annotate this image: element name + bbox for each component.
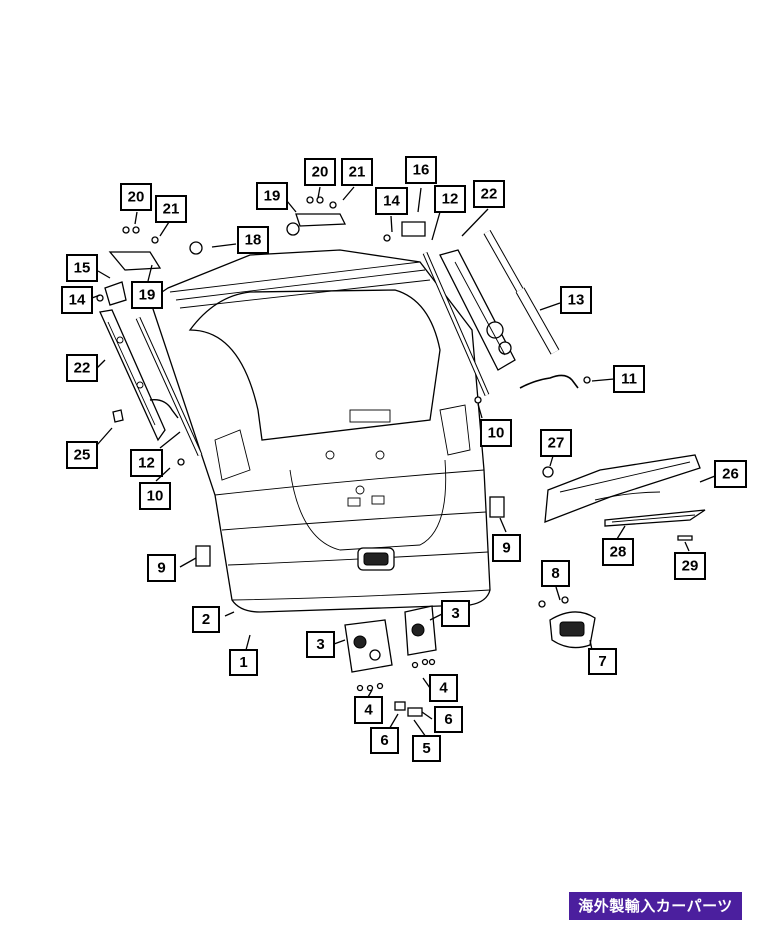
wiring-harness-left — [149, 399, 179, 419]
callout-12-left: 12 — [130, 449, 163, 477]
callout-4-left: 4 — [354, 696, 383, 724]
svg-text:26: 26 — [722, 466, 739, 483]
svg-text:15: 15 — [74, 260, 91, 277]
bumper-9-left — [195, 545, 211, 567]
callout-9-right: 9 — [492, 534, 521, 562]
svg-text:7: 7 — [598, 653, 606, 670]
svg-text:18: 18 — [245, 232, 262, 249]
svg-text:10: 10 — [147, 488, 164, 505]
callout-7: 7 — [588, 648, 617, 675]
svg-text:11: 11 — [621, 371, 637, 388]
svg-text:8: 8 — [551, 565, 559, 582]
callout-15: 15 — [66, 254, 98, 282]
hinge-19-right — [295, 213, 347, 227]
callout-13: 13 — [560, 286, 592, 314]
svg-text:1: 1 — [239, 654, 247, 671]
svg-text:14: 14 — [69, 292, 86, 309]
svg-text:2: 2 — [202, 611, 210, 628]
emblem-29 — [677, 535, 693, 541]
bumper-9-right — [489, 496, 505, 518]
latch-right — [404, 605, 437, 656]
callout-3-right: 3 — [441, 600, 470, 627]
callout-10-right: 10 — [480, 419, 512, 447]
callout-28: 28 — [602, 538, 634, 566]
callout-22-left: 22 — [66, 354, 98, 382]
svg-text:4: 4 — [439, 680, 448, 697]
svg-text:9: 9 — [502, 540, 510, 557]
svg-text:9: 9 — [157, 560, 165, 577]
svg-text:12: 12 — [442, 191, 459, 208]
svg-text:12: 12 — [138, 455, 155, 472]
svg-text:3: 3 — [451, 605, 459, 622]
wiring-harness — [519, 374, 579, 389]
callout-9-left: 9 — [147, 554, 176, 582]
fasteners — [96, 196, 591, 478]
hinge-bracket-left — [99, 309, 166, 442]
svg-text:6: 6 — [380, 732, 388, 749]
svg-text:20: 20 — [128, 189, 145, 206]
svg-text:20: 20 — [312, 164, 329, 181]
svg-text:21: 21 — [163, 201, 180, 218]
callout-20-right: 20 — [304, 158, 336, 186]
svg-text:19: 19 — [264, 188, 281, 205]
callout-26: 26 — [714, 460, 747, 488]
callout-2: 2 — [192, 606, 220, 633]
callout-6-right: 6 — [434, 706, 463, 733]
svg-text:29: 29 — [682, 558, 699, 575]
svg-text:28: 28 — [610, 544, 627, 561]
strut-right — [422, 251, 490, 397]
callout-21-left: 21 — [155, 195, 187, 223]
callout-27: 27 — [540, 429, 572, 457]
callout-3-left: 3 — [306, 631, 335, 658]
svg-text:4: 4 — [364, 702, 373, 719]
svg-text:22: 22 — [74, 360, 91, 377]
svg-text:27: 27 — [548, 435, 565, 452]
applique-26 — [544, 454, 701, 523]
callout-16: 16 — [405, 156, 437, 184]
callout-18: 18 — [237, 226, 269, 254]
callout-14-right: 14 — [375, 187, 408, 215]
hinge-bracket-right — [439, 249, 516, 371]
callout-29: 29 — [674, 552, 706, 580]
callout-19-left: 19 — [131, 281, 163, 309]
svg-text:22: 22 — [481, 186, 498, 203]
svg-text:5: 5 — [422, 740, 430, 757]
svg-text:6: 6 — [444, 711, 452, 728]
bracket-15 — [104, 281, 127, 306]
watermark-label: 海外製輸入カーパーツ — [569, 892, 742, 920]
callout-19-right: 19 — [256, 182, 288, 210]
callout-14-left: 14 — [61, 286, 93, 314]
callout-5: 5 — [412, 735, 441, 762]
bracket-16 — [401, 221, 426, 237]
svg-text:16: 16 — [413, 162, 430, 179]
callout-1: 1 — [229, 649, 258, 676]
svg-text:3: 3 — [316, 636, 324, 653]
latch-left — [344, 619, 393, 673]
svg-text:25: 25 — [74, 447, 91, 464]
callout-22-right: 22 — [473, 180, 505, 208]
handle-assembly — [538, 596, 596, 649]
applique-28 — [604, 509, 706, 527]
svg-text:14: 14 — [383, 193, 400, 210]
callout-11: 11 — [613, 365, 645, 393]
svg-text:19: 19 — [139, 287, 156, 304]
svg-text:21: 21 — [349, 164, 366, 181]
bumper-25 — [112, 409, 124, 423]
callout-12-right: 12 — [434, 185, 466, 213]
callout-20-left: 20 — [120, 183, 152, 211]
callout-25: 25 — [66, 441, 98, 469]
strut-left — [135, 316, 203, 457]
callout-6-left: 6 — [370, 727, 399, 754]
callout-4-right: 4 — [429, 674, 458, 702]
hinge-19-left — [108, 251, 162, 271]
svg-text:13: 13 — [568, 292, 585, 309]
callout-21-right: 21 — [341, 158, 373, 186]
liftgate-panel — [149, 249, 491, 613]
callout-10-left: 10 — [139, 482, 171, 510]
callout-8: 8 — [541, 560, 570, 587]
svg-text:10: 10 — [488, 425, 505, 442]
power-strut — [483, 230, 560, 355]
